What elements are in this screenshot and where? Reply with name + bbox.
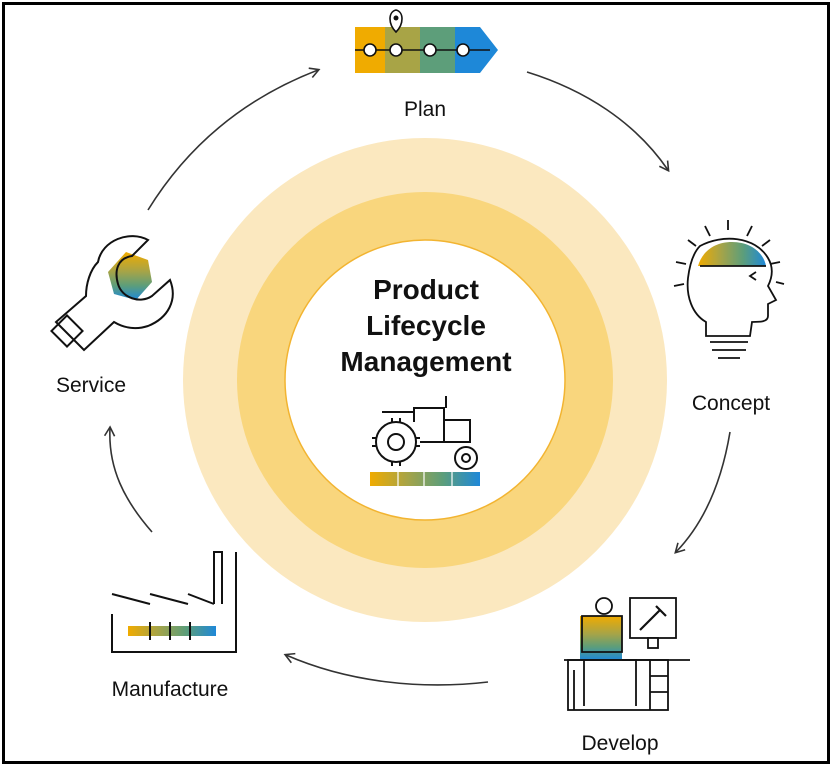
- cycle-arrows: [103, 67, 731, 686]
- tractor-icon: [370, 396, 480, 486]
- idea-head-icon: [673, 220, 785, 359]
- location-pin-icon: [389, 9, 403, 34]
- arrow-concept-to-develop: [674, 431, 731, 554]
- stage-label-develop: Develop: [581, 732, 659, 755]
- arrow-service-to-plan: [147, 67, 321, 211]
- center-title: Product Lifecycle Management: [300, 272, 552, 380]
- arrow-plan-to-concept: [526, 71, 670, 173]
- stage-label-concept: Concept: [691, 392, 771, 415]
- center-title-line-1: Product: [373, 274, 479, 305]
- developer-desk-icon: [564, 597, 690, 711]
- roadmap-icon: [355, 9, 498, 73]
- center-title-line-3: Management: [340, 346, 512, 377]
- factory-icon: [111, 551, 237, 653]
- stage-label-manufacture: Manufacture: [111, 678, 229, 701]
- center-title-line-2: Lifecycle: [366, 310, 486, 341]
- wrench-small-icon: [639, 605, 667, 631]
- arrow-develop-to-manufacture: [283, 652, 489, 686]
- stage-label-service: Service: [55, 374, 127, 397]
- wrench-icon: [50, 235, 174, 352]
- stage-label-plan: Plan: [403, 98, 447, 121]
- inner-circle: [284, 239, 566, 521]
- arrow-manufacture-to-service: [103, 425, 153, 533]
